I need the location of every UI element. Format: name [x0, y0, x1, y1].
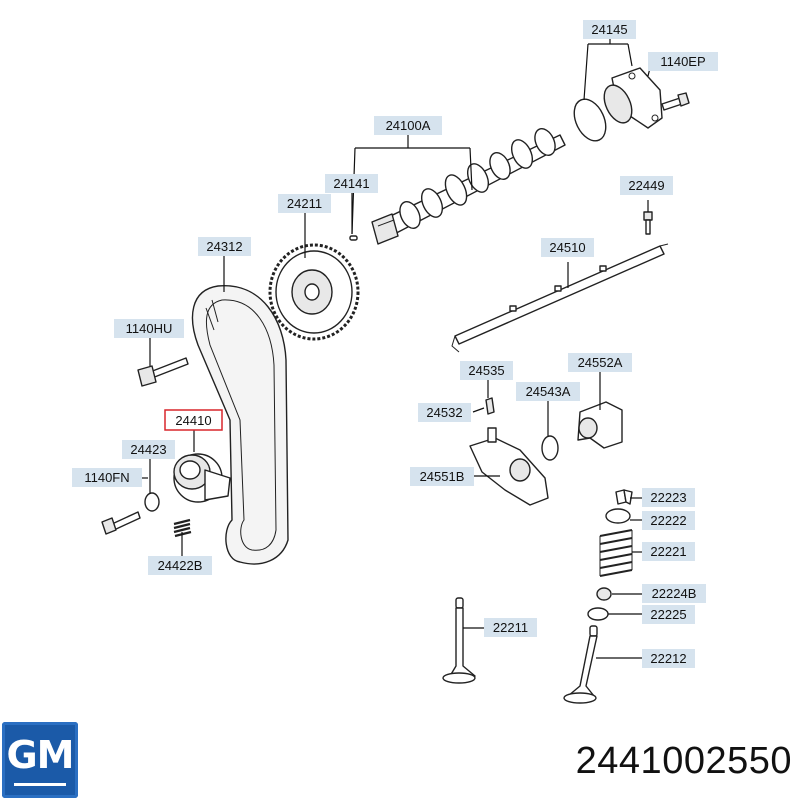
label-22225: 22225 — [642, 605, 695, 624]
label-24141: 24141 — [325, 174, 378, 193]
svg-text:22223: 22223 — [650, 490, 686, 505]
intake-valve — [442, 597, 476, 684]
camshaft-housing — [603, 67, 663, 129]
bolt-1140fn — [101, 511, 141, 535]
tensioner-spring — [173, 518, 192, 538]
label-24532: 24532 — [418, 403, 471, 422]
svg-text:24510: 24510 — [549, 240, 585, 255]
bolt-1140hu — [137, 357, 189, 387]
label-24543a: 24543A — [516, 382, 580, 401]
svg-text:24532: 24532 — [426, 405, 462, 420]
svg-text:24410: 24410 — [175, 413, 211, 428]
rocker-shaft — [451, 243, 669, 353]
part-number: 2441002550 — [575, 740, 792, 782]
label-24422b: 24422B — [148, 556, 212, 575]
valve-cotter — [615, 489, 633, 505]
svg-text:22211: 22211 — [493, 620, 528, 635]
label-1140fn: 1140FN — [72, 468, 142, 487]
leader-lines — [140, 38, 653, 659]
timing-belt — [191, 285, 289, 565]
label-22449: 22449 — [620, 176, 673, 195]
label-24423: 24423 — [122, 440, 175, 459]
svg-text:24551B: 24551B — [420, 469, 465, 484]
svg-text:24535: 24535 — [468, 363, 504, 378]
label-24552a: 24552A — [568, 353, 632, 372]
gm-logo: GM — [2, 722, 78, 798]
exhaust-valve — [563, 625, 598, 704]
wave-washer — [541, 435, 559, 461]
label-22212: 22212 — [642, 649, 695, 668]
rocker-arm-24551b — [469, 427, 549, 506]
label-24535: 24535 — [460, 361, 513, 380]
label-24312: 24312 — [198, 237, 251, 256]
adjust-screw — [485, 397, 495, 415]
label-24410: 24410 — [164, 409, 223, 431]
svg-text:22212: 22212 — [650, 651, 686, 666]
label-22211: 22211 — [484, 618, 537, 637]
svg-text:24543A: 24543A — [526, 384, 571, 399]
label-22224b: 22224B — [642, 584, 706, 603]
bolt-22449 — [643, 211, 653, 235]
svg-text:24423: 24423 — [130, 442, 166, 457]
svg-text:22222: 22222 — [650, 513, 686, 528]
label-24211: 24211 — [278, 194, 331, 213]
tensioner-pulley — [173, 453, 231, 503]
label-24510: 24510 — [541, 238, 594, 257]
label-1140hu: 1140HU — [114, 319, 184, 338]
camshaft — [371, 128, 566, 245]
svg-text:24145: 24145 — [591, 22, 627, 37]
label-1140ep: 1140EP — [648, 52, 718, 71]
svg-text:24100A: 24100A — [386, 118, 431, 133]
svg-text:1140FN: 1140FN — [84, 470, 129, 485]
label-24551b: 24551B — [410, 467, 474, 486]
svg-text:22449: 22449 — [628, 178, 664, 193]
label-22222: 22222 — [642, 511, 695, 530]
valve-spring — [599, 529, 633, 577]
label-24145: 24145 — [583, 20, 636, 39]
rocker-arm-24552a — [577, 401, 623, 449]
svg-text:24312: 24312 — [206, 239, 242, 254]
svg-text:24552A: 24552A — [578, 355, 623, 370]
svg-text:24422B: 24422B — [158, 558, 203, 573]
svg-text:22221: 22221 — [650, 544, 686, 559]
washer-24423 — [144, 492, 160, 512]
bolt-1140ep — [661, 92, 690, 111]
svg-text:24211: 24211 — [287, 196, 322, 211]
label-22223: 22223 — [642, 488, 695, 507]
label-22221: 22221 — [642, 542, 695, 561]
svg-text:24141: 24141 — [333, 176, 369, 191]
svg-text:22225: 22225 — [650, 607, 686, 622]
o-ring — [573, 98, 607, 142]
spring-seat — [587, 607, 609, 621]
gm-logo-text: GM — [6, 733, 74, 777]
svg-text:1140EP: 1140EP — [660, 54, 705, 69]
spring-retainer — [605, 508, 631, 524]
valve-seal — [596, 587, 612, 601]
svg-text:22224B: 22224B — [652, 586, 697, 601]
woodruff-key — [349, 235, 358, 241]
svg-text:1140HU: 1140HU — [126, 321, 173, 336]
label-24100a: 24100A — [374, 116, 442, 135]
cam-sprocket — [268, 243, 360, 341]
